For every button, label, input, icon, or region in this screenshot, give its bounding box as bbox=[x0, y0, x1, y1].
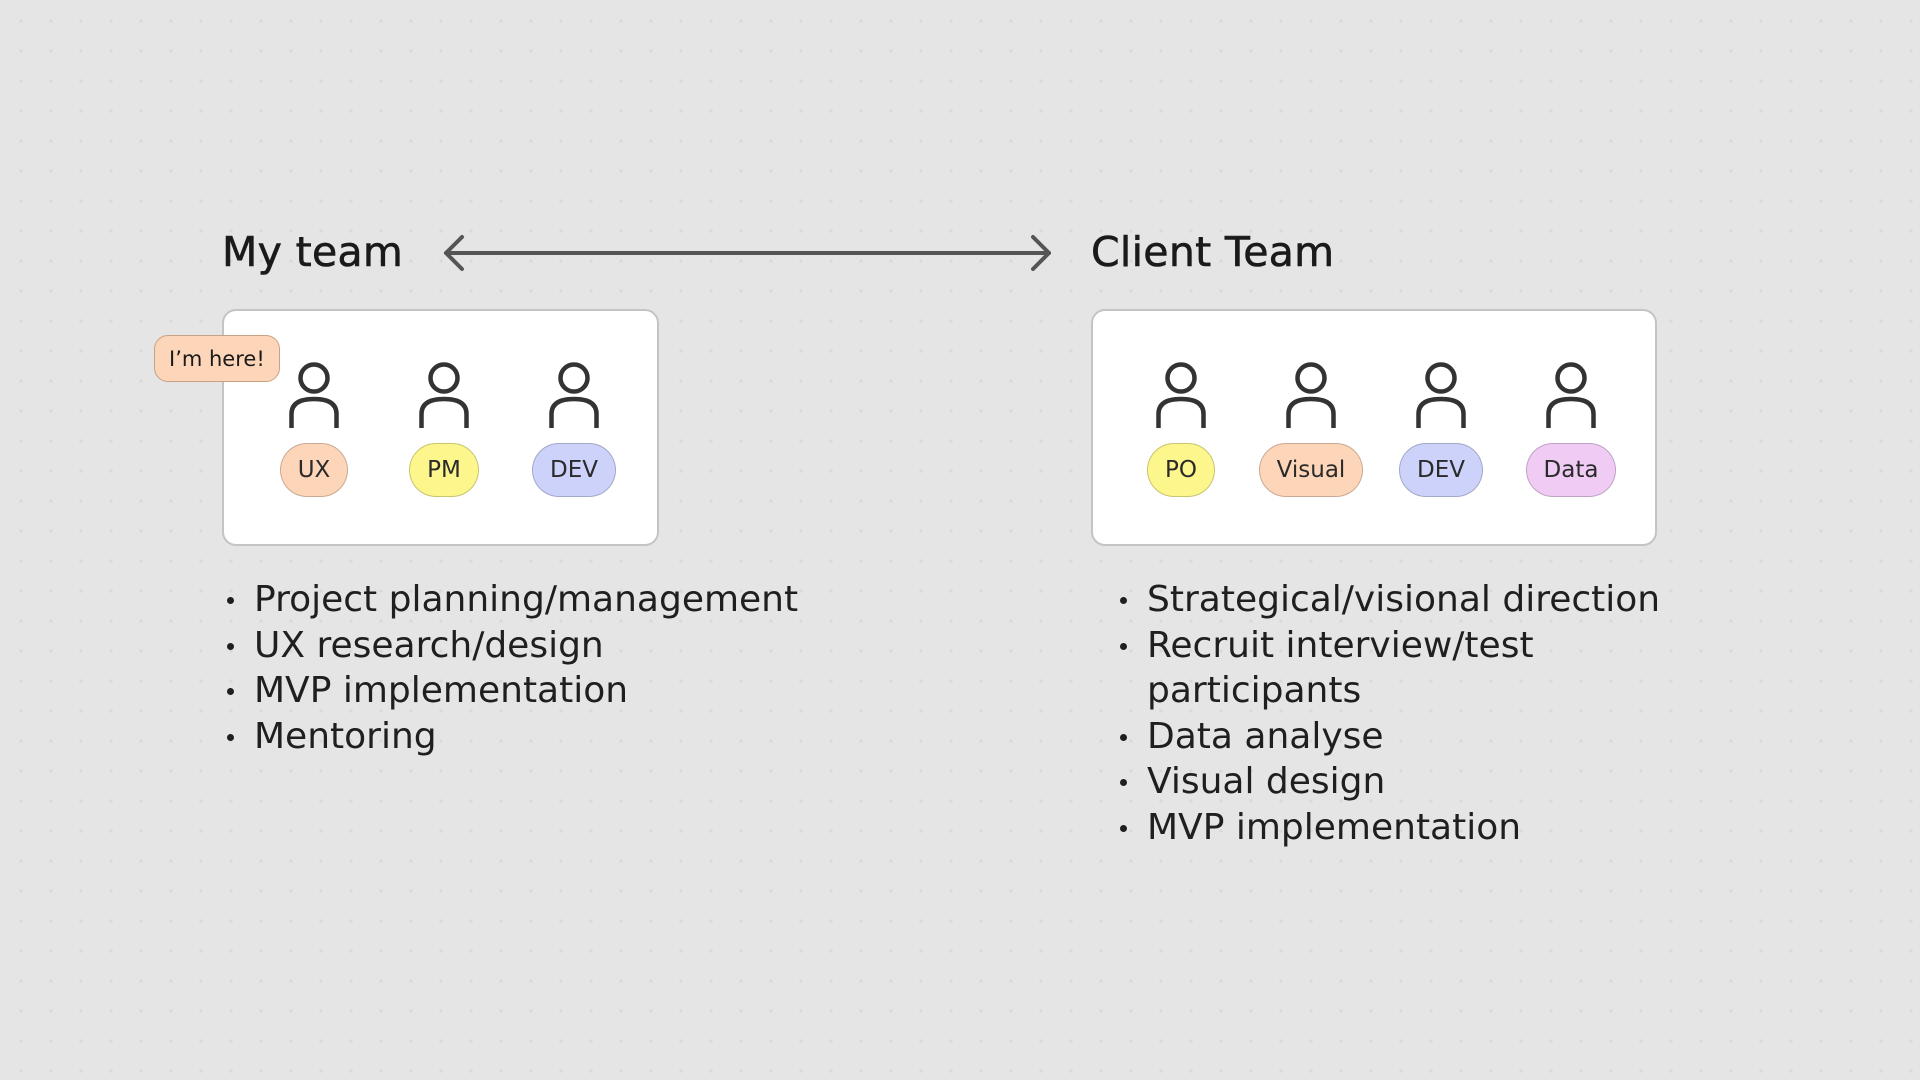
person-icon bbox=[1155, 361, 1207, 431]
role-tag[interactable]: Data bbox=[1525, 443, 1617, 497]
my-team-card[interactable]: UX PM DEV bbox=[222, 309, 659, 546]
role-tag[interactable]: Visual bbox=[1258, 443, 1364, 497]
role-tag[interactable]: PM bbox=[409, 443, 479, 497]
responsibility-item: Project planning/management bbox=[226, 577, 798, 623]
responsibility-item: UX research/design bbox=[226, 623, 798, 669]
responsibility-item: MVP implementation bbox=[226, 668, 798, 714]
person-icon bbox=[1545, 361, 1597, 431]
role-tag[interactable]: UX bbox=[279, 443, 349, 497]
role-tag[interactable]: DEV bbox=[1399, 443, 1483, 497]
double-headed-arrow-connector[interactable] bbox=[440, 232, 1055, 274]
client-team-title: Client Team bbox=[1091, 228, 1335, 277]
role-tag[interactable]: DEV bbox=[532, 443, 616, 497]
member-visual[interactable]: Visual bbox=[1251, 361, 1371, 497]
responsibility-item: Visual design bbox=[1120, 759, 1707, 805]
member-ux[interactable]: UX bbox=[254, 361, 374, 497]
member-po[interactable]: PO bbox=[1121, 361, 1241, 497]
person-icon bbox=[548, 361, 600, 431]
responsibility-item: MVP implementation bbox=[1120, 805, 1707, 851]
responsibility-item: Strategical/visional direction bbox=[1120, 577, 1707, 623]
role-tag[interactable]: PO bbox=[1147, 443, 1215, 497]
responsibility-item: Recruit interview/test participants bbox=[1120, 623, 1707, 714]
member-dev[interactable]: DEV bbox=[1381, 361, 1501, 497]
collaborator-cursor-label: I’m here! bbox=[154, 335, 280, 382]
person-icon bbox=[288, 361, 340, 431]
person-icon bbox=[1285, 361, 1337, 431]
person-icon bbox=[1415, 361, 1467, 431]
responsibility-item: Data analyse bbox=[1120, 714, 1707, 760]
my-team-title: My team bbox=[222, 228, 404, 277]
person-icon bbox=[418, 361, 470, 431]
responsibility-item: Mentoring bbox=[226, 714, 798, 760]
member-dev[interactable]: DEV bbox=[514, 361, 634, 497]
client-team-card[interactable]: PO Visual DEV Data bbox=[1091, 309, 1657, 546]
member-pm[interactable]: PM bbox=[384, 361, 504, 497]
member-data[interactable]: Data bbox=[1511, 361, 1631, 497]
